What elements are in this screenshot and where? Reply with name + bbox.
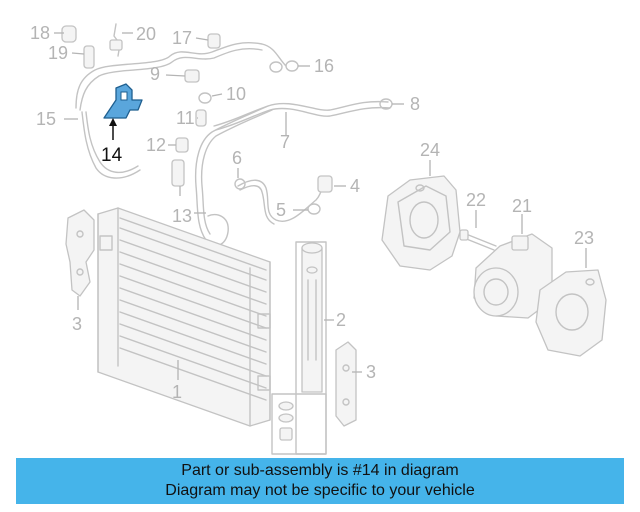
callout-6: 6 (232, 148, 242, 168)
callout-22: 22 (466, 190, 486, 210)
callout-17: 17 (172, 28, 192, 48)
callout-5: 5 (276, 200, 286, 220)
callout-13: 13 (172, 206, 192, 226)
callout-16: 16 (314, 56, 334, 76)
banner-line-2: Diagram may not be specific to your vehi… (165, 482, 475, 499)
info-banner: Part or sub-assembly is #14 in diagram D… (16, 458, 624, 504)
compressor-bracket (381, 175, 461, 271)
callout-21: 21 (512, 196, 532, 216)
bracket-14-highlighted (103, 83, 143, 119)
callout-18: 18 (30, 23, 50, 43)
bracket-right (335, 341, 357, 427)
compressor-housing (535, 269, 607, 357)
callout-20: 20 (136, 24, 156, 44)
callout-15: 15 (36, 109, 56, 129)
callout-8: 8 (410, 94, 420, 114)
fittings (61, 23, 393, 215)
callout-4: 4 (350, 176, 360, 196)
callout-11: 11 (176, 108, 195, 128)
callout-24: 24 (420, 140, 440, 160)
callout-12: 12 (146, 135, 166, 155)
ac-hose-lines (75, 42, 391, 247)
callout-2: 2 (336, 310, 346, 330)
compressor (473, 233, 553, 319)
callout-1: 1 (172, 382, 182, 402)
receiver-drier (271, 241, 327, 455)
callout-3-right: 3 (366, 362, 376, 382)
banner-line-1: Part or sub-assembly is #14 in diagram (181, 462, 459, 479)
callout-14-group: 14 (101, 118, 123, 166)
callout-labels: 18 19 20 17 9 10 11 12 13 15 16 8 7 6 4 … (30, 23, 594, 402)
bolt (459, 229, 497, 251)
callout-3-left: 3 (72, 314, 82, 334)
callout-9: 9 (150, 64, 160, 84)
callout-14: 14 (101, 145, 123, 166)
callout-23: 23 (574, 228, 594, 248)
leader-lines (54, 32, 587, 380)
condenser (97, 207, 271, 427)
callout-10: 10 (226, 84, 246, 104)
bracket-left (65, 209, 95, 297)
callout-7: 7 (280, 132, 290, 152)
callout-19: 19 (48, 43, 68, 63)
